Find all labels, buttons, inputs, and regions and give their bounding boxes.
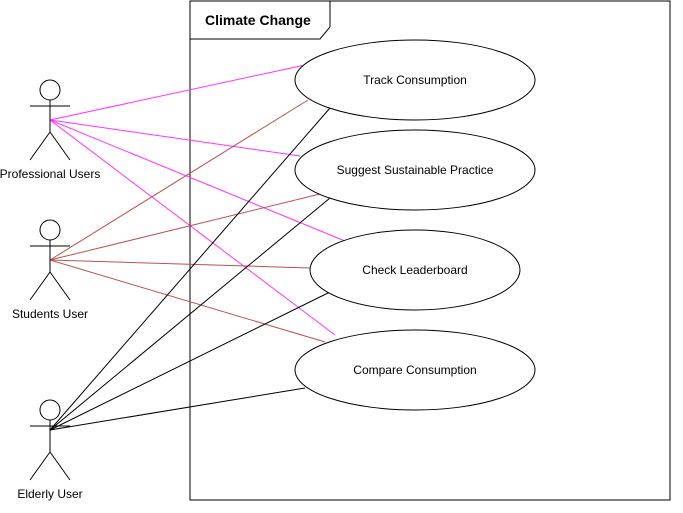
association-professional-compare[interactable] [49,119,336,336]
system-title-tab [189,0,331,40]
use-case-leaderboard[interactable]: Check Leaderboard [309,229,521,311]
associations [49,64,346,431]
association-students-compare[interactable] [49,259,326,343]
actor-label: Professional Users [0,167,100,181]
association-students-suggest[interactable] [49,193,321,261]
system-title: Climate Change [205,12,311,28]
actor-label: Elderly User [17,487,82,501]
actor-elderly[interactable]: Elderly User [17,399,83,501]
use-case-label: Track Consumption [363,73,467,87]
association-students-leaderboard[interactable] [49,259,311,269]
actor-label: Students User [12,307,88,321]
association-professional-suggest[interactable] [49,119,301,157]
association-professional-track[interactable] [49,64,306,121]
use-case-track[interactable]: Track Consumption [294,39,536,121]
association-elderly-compare[interactable] [49,387,306,431]
use-case-label: Suggest Sustainable Practice [337,163,494,177]
use-case-label: Compare Consumption [353,363,476,377]
actor-professional[interactable]: Professional Users [0,79,100,181]
stick-figure-icon [29,79,71,161]
stick-figure-icon [29,399,71,481]
actor-students[interactable]: Students User [12,219,88,321]
association-professional-leaderboard[interactable] [49,119,346,242]
use-case-compare[interactable]: Compare Consumption [294,329,536,411]
association-students-track[interactable] [49,99,309,261]
stick-figure-icon [29,219,71,301]
use-case-label: Check Leaderboard [362,263,467,277]
association-elderly-track[interactable] [49,107,331,431]
use-case-suggest[interactable]: Suggest Sustainable Practice [294,129,536,211]
association-elderly-suggest[interactable] [49,197,331,431]
association-elderly-leaderboard[interactable] [49,291,331,431]
